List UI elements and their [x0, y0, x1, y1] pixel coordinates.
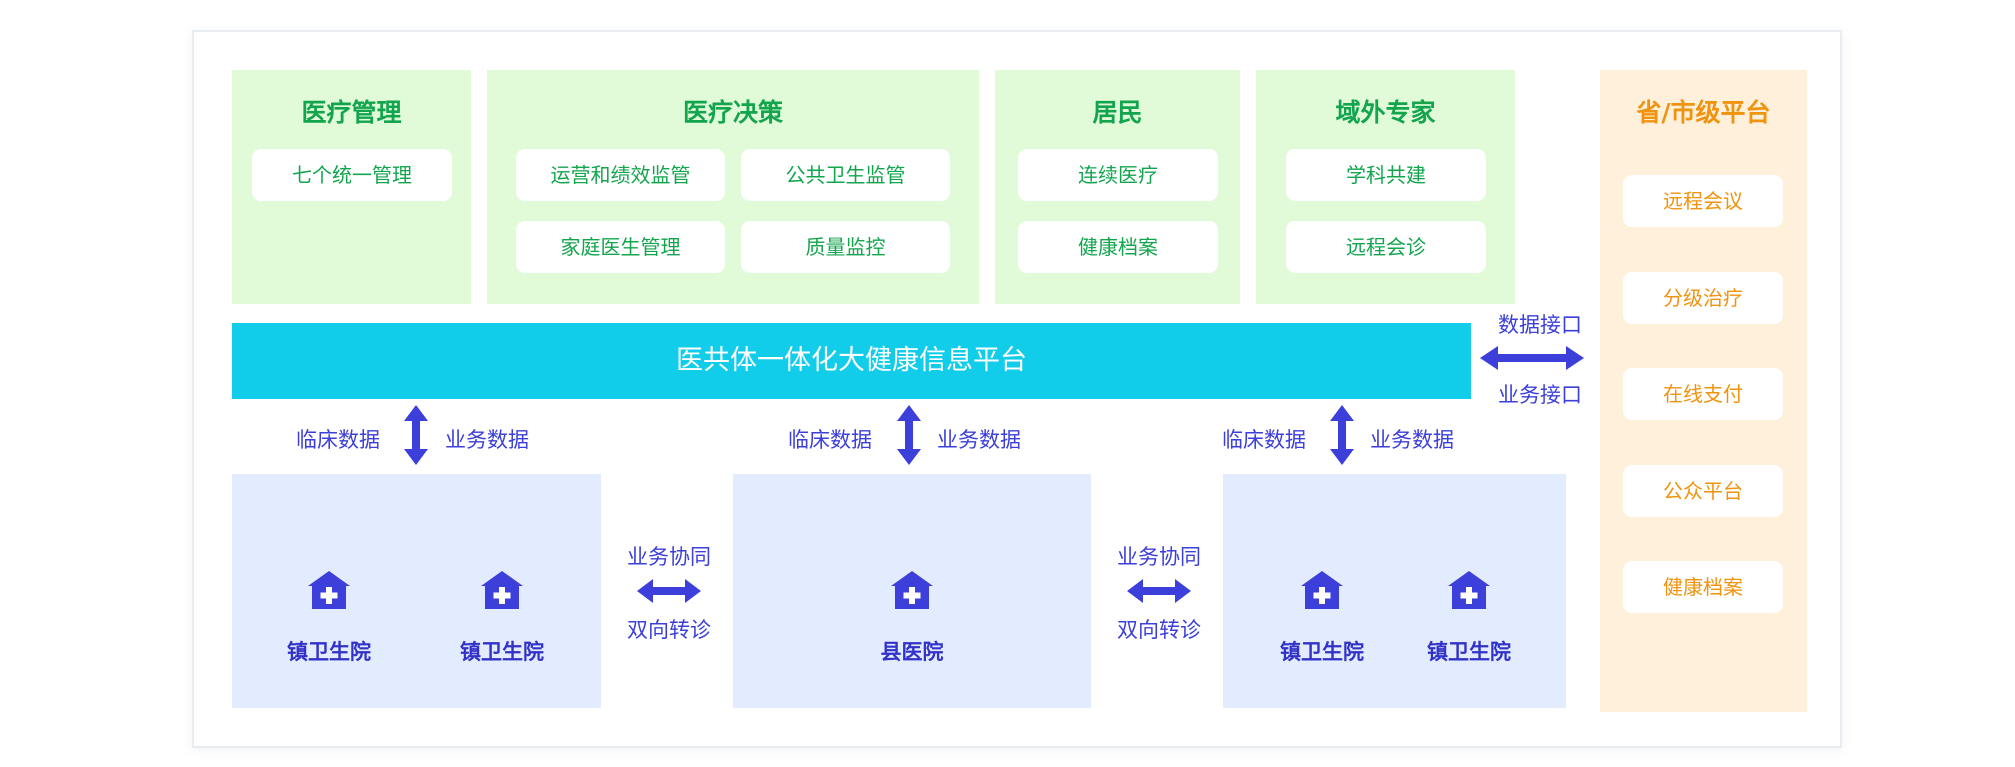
province-item-online-payment: 在线支付 [1623, 368, 1783, 420]
item-remote-consultation: 远程会诊 [1286, 221, 1486, 273]
business-data-label: 业务数据 [937, 428, 1021, 452]
township-hospital-label: 镇卫生院 [1280, 640, 1364, 664]
item-continuous-care: 连续医疗 [1018, 149, 1218, 201]
item-health-records: 健康档案 [1018, 221, 1218, 273]
data-interface-label: 数据接口 [1498, 313, 1582, 337]
business-interface-label: 业务接口 [1498, 383, 1582, 407]
horizontal-double-arrow-icon [1127, 579, 1191, 603]
hospital-icon [308, 571, 350, 609]
section-title-medical-management: 医疗管理 [301, 98, 402, 127]
clinical-data-label: 临床数据 [1222, 428, 1306, 452]
province-item-health-records: 健康档案 [1623, 561, 1783, 613]
hospital-icon [891, 571, 933, 609]
business-collaboration-label: 业务协同 [1117, 545, 1201, 569]
province-item-public-platform: 公众平台 [1623, 465, 1783, 517]
section-title-residents: 居民 [1092, 98, 1143, 127]
two-way-referral-label: 双向转诊 [627, 618, 711, 642]
item-public-health-supervision: 公共卫生监管 [741, 149, 950, 201]
business-data-label: 业务数据 [445, 428, 529, 452]
item-seven-unified-management: 七个统一管理 [252, 149, 452, 201]
item-quality-monitoring: 质量监控 [741, 221, 950, 273]
township-hospital-label: 镇卫生院 [1427, 640, 1511, 664]
hospital-icon [481, 571, 523, 609]
township-hospital-label: 镇卫生院 [460, 640, 544, 664]
hospital-icon [1448, 571, 1490, 609]
vertical-double-arrow-icon [1330, 405, 1354, 465]
two-way-referral-label: 双向转诊 [1117, 618, 1201, 642]
township-hospitals-left-box [232, 474, 601, 708]
township-hospital-label: 镇卫生院 [287, 640, 371, 664]
clinical-data-label: 临床数据 [296, 428, 380, 452]
hospital-icon [1301, 571, 1343, 609]
business-data-label: 业务数据 [1370, 428, 1454, 452]
province-item-tiered-treatment: 分级治疗 [1623, 272, 1783, 324]
section-title-medical-decision: 医疗决策 [682, 98, 783, 127]
item-operation-performance-supervision: 运营和绩效监管 [516, 149, 725, 201]
health-info-platform-bar: 医共体一体化大健康信息平台 [232, 323, 1471, 399]
item-discipline-co-construction: 学科共建 [1286, 149, 1486, 201]
section-title-external-experts: 域外专家 [1335, 98, 1436, 127]
interface-double-arrow-icon [1480, 346, 1584, 370]
township-hospitals-right-box [1223, 474, 1566, 708]
item-family-doctor-management: 家庭医生管理 [516, 221, 725, 273]
horizontal-double-arrow-icon [637, 579, 701, 603]
clinical-data-label: 临床数据 [788, 428, 872, 452]
vertical-double-arrow-icon [897, 405, 921, 465]
vertical-double-arrow-icon [404, 405, 428, 465]
business-collaboration-label: 业务协同 [627, 545, 711, 569]
county-hospital-label: 县医院 [880, 640, 944, 664]
province-platform-title: 省/市级平台 [1636, 98, 1771, 127]
province-item-remote-meeting: 远程会议 [1623, 175, 1783, 227]
